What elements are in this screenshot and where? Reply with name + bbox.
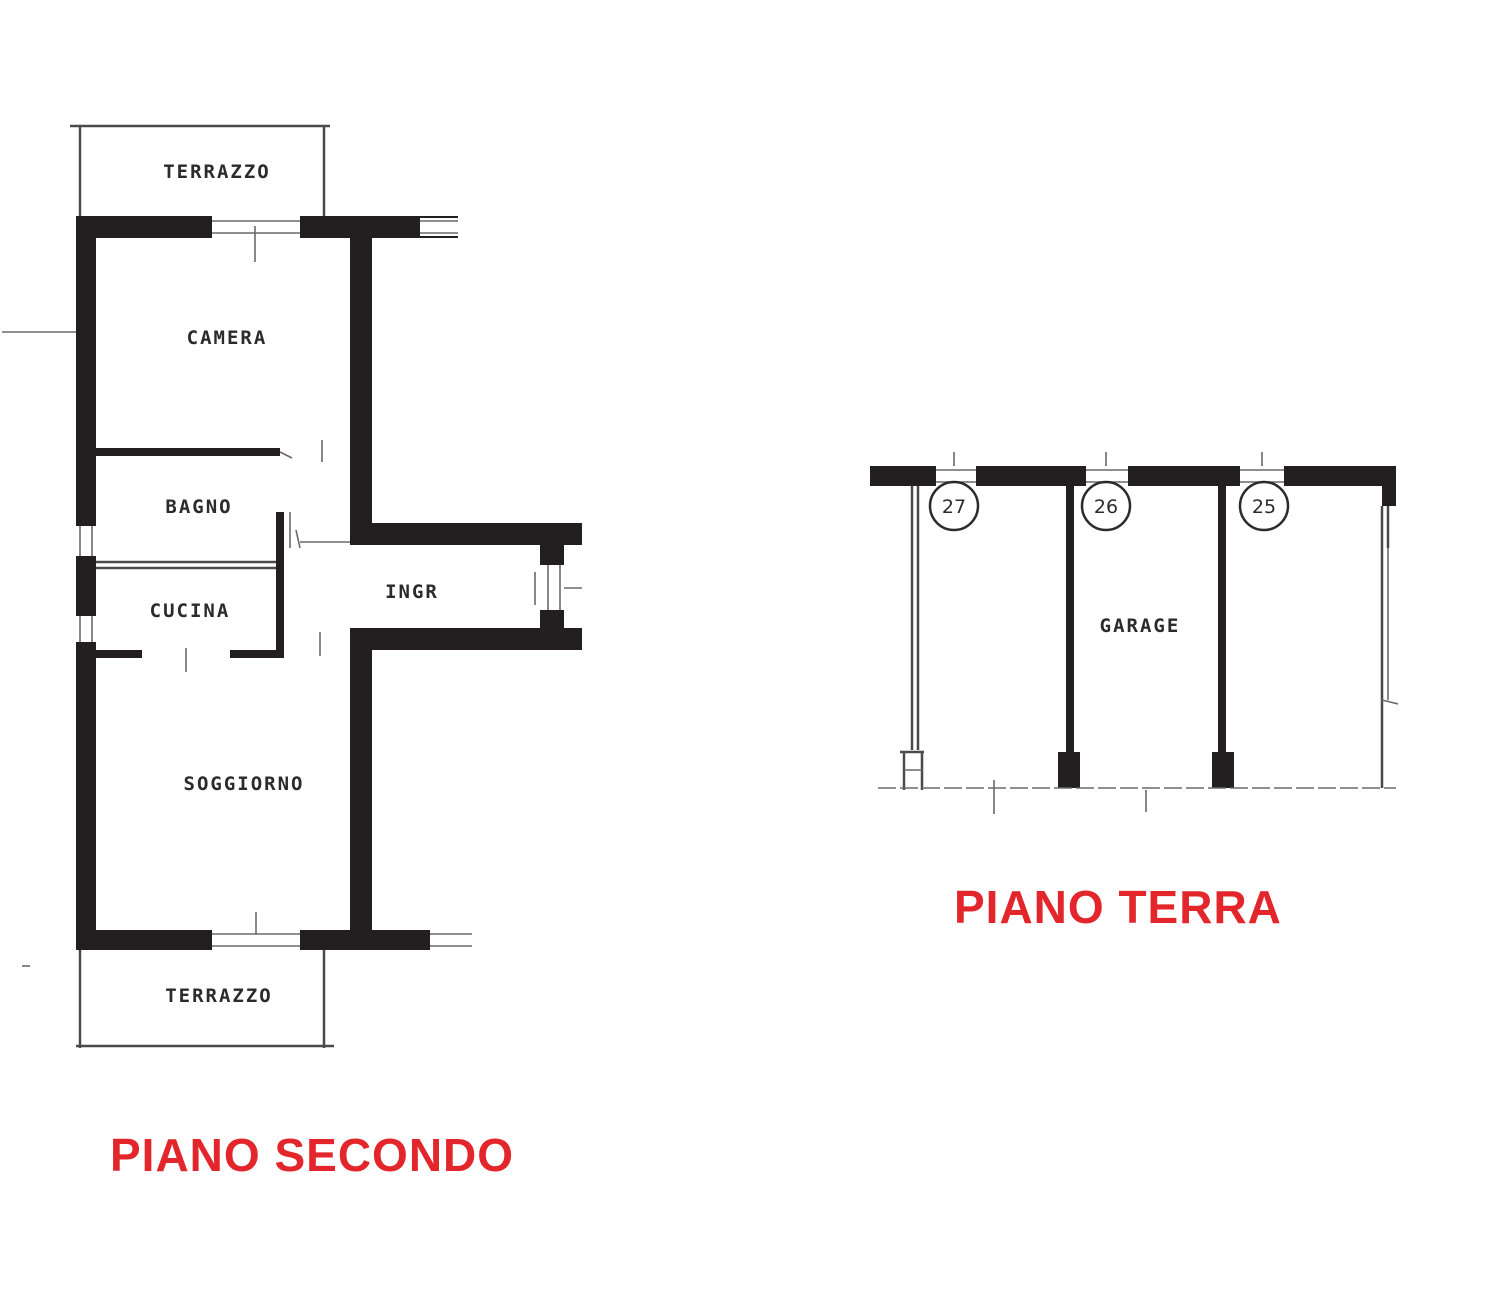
room-label-camera: CAMERA (187, 327, 268, 349)
bottom-exterior-wall (22, 912, 472, 967)
garage-number-25-label: 25 (1252, 496, 1276, 518)
garage-number-25: 25 (1238, 480, 1290, 532)
right-wall-lower (350, 640, 372, 948)
garage-number-27: 27 (928, 480, 980, 532)
garage-number-26: 26 (1080, 480, 1132, 532)
floor-title-piano-terra: PIANO TERRA (954, 881, 1282, 933)
room-label-cucina: CUCINA (150, 600, 231, 622)
floor-title-piano-secondo: PIANO SECONDO (110, 1129, 515, 1181)
room-label-soggiorno: SOGGIORNO (184, 773, 305, 795)
room-label-ingresso: INGR (385, 581, 439, 603)
room-label-garage: GARAGE (1100, 615, 1181, 637)
terrace-bottom-outline (76, 950, 334, 1048)
room-label-terrazzo-top: TERRAZZO (163, 161, 271, 183)
garage-number-26-label: 26 (1094, 496, 1118, 518)
garage-number-27-label: 27 (942, 496, 966, 518)
entrance-corridor-walls (300, 523, 582, 650)
room-label-bagno: BAGNO (165, 496, 232, 518)
garage-top-wall (870, 452, 1396, 506)
room-label-terrazzo-bottom: TERRAZZO (165, 985, 273, 1007)
terrace-top-outline (70, 124, 330, 220)
interior-walls (96, 440, 323, 672)
right-wall-upper (350, 216, 372, 536)
second-floor-plan: TERRAZZO CAMERA BAGNO CUCINA INGR SOGGIO… (2, 124, 582, 1048)
garage-left-post (900, 750, 924, 790)
garage-dividers (910, 486, 1399, 788)
ground-floor-plan: 27 26 25 GARAGE (870, 452, 1399, 814)
garage-bottom-line (878, 780, 1396, 814)
top-exterior-wall (76, 216, 460, 262)
left-exterior-wall (2, 216, 96, 948)
